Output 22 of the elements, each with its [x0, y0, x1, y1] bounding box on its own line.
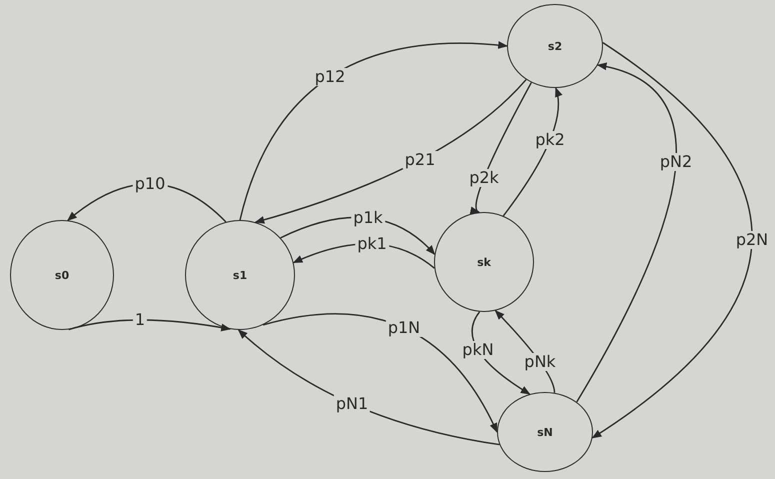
- arrow: [592, 42, 753, 438]
- arrow: [254, 79, 527, 224]
- edge-label: p10: [132, 175, 168, 193]
- state-name: s0: [54, 268, 70, 282]
- state-circle: [497, 392, 593, 472]
- state-name: s1: [232, 268, 248, 282]
- edge-label: p1N: [386, 319, 422, 337]
- arrow: [470, 82, 532, 213]
- state-name: s2: [548, 40, 562, 52]
- edge-label: pk1: [355, 235, 389, 253]
- state-circle: [10, 220, 114, 330]
- state-circle: [507, 4, 603, 88]
- state-name: sk: [477, 256, 491, 268]
- state-circle: [434, 212, 534, 312]
- edge-label: p21: [402, 151, 438, 169]
- arrow: [68, 319, 231, 332]
- arrow: [576, 63, 677, 402]
- state-circle: [185, 220, 295, 330]
- edge-label: pN1: [334, 395, 370, 413]
- edge-label: p1k: [351, 209, 385, 227]
- arrow: [239, 41, 508, 220]
- state-name: sN: [537, 426, 553, 438]
